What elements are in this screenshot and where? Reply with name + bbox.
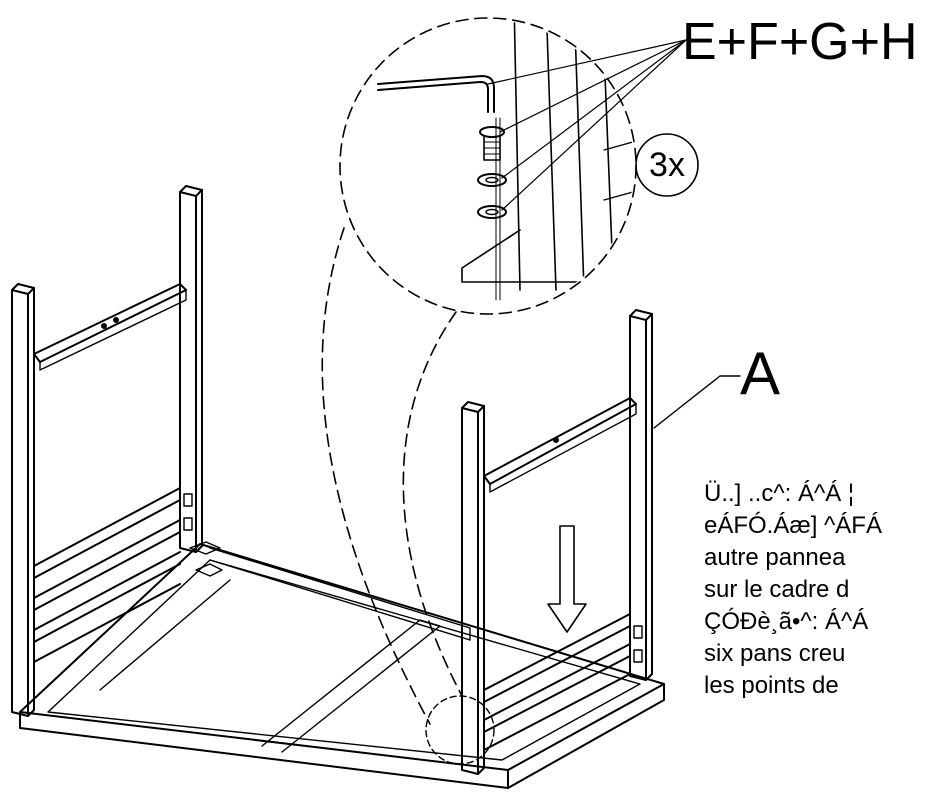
instruction-text: Ü..] ..c^: Á^Á ¦ eÁFÓ.Áæ] ^ÁFÁ autre pan… (704, 478, 931, 702)
instruction-line: les points de (704, 672, 839, 699)
instruction-line: Ü..] ..c^: Á^Á ¦ (704, 480, 855, 507)
panel-a-label: A (740, 340, 781, 407)
instruction-line: six pans creu (704, 640, 846, 667)
instruction-line: sur le cadre d (704, 576, 850, 603)
left-leg-assembly (11, 185, 223, 717)
quantity-badge: 3x (649, 146, 685, 184)
instruction-line: ÇÓÐè¸ã•^: Á^Á (704, 608, 869, 635)
parts-label: E+F+G+H (682, 13, 918, 71)
panel-a-leader (653, 375, 741, 429)
table-frame (19, 543, 665, 789)
right-leg-assembly (461, 309, 653, 775)
down-arrow-icon (547, 525, 587, 633)
instruction-line: eÁFÓ.Áæ] ^ÁFÁ (704, 512, 882, 539)
instruction-line: autre pannea (704, 544, 846, 571)
